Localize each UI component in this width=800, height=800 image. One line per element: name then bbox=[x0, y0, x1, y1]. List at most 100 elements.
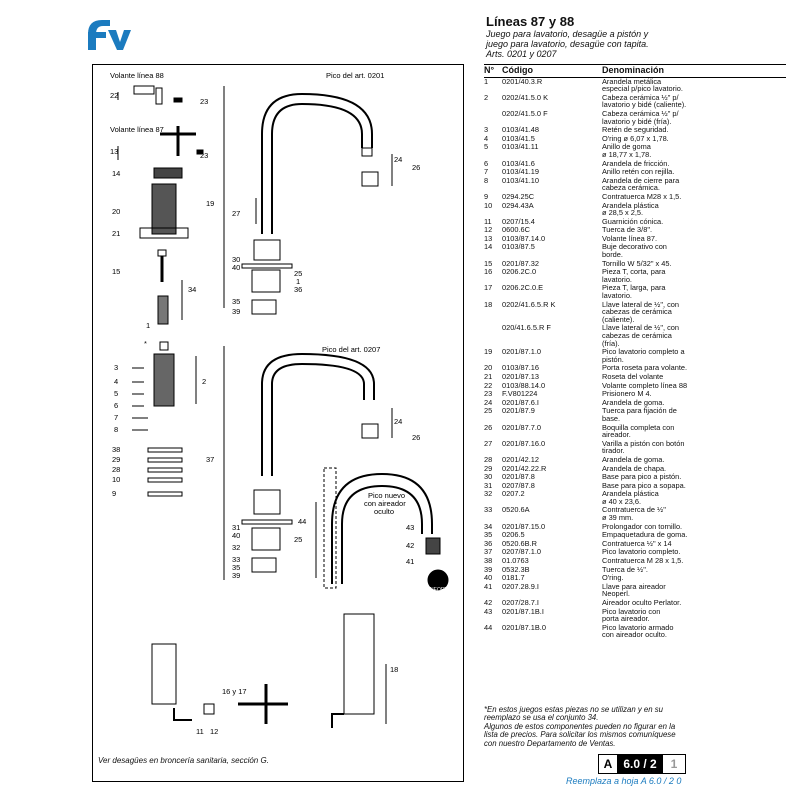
row-number: 10 bbox=[484, 200, 493, 210]
callout-27: 27 bbox=[232, 209, 240, 218]
callout-8: 8 bbox=[114, 425, 118, 434]
row-number: 30 bbox=[484, 472, 493, 482]
denomination-line: borde. bbox=[602, 250, 623, 260]
denomination-line: (fría). bbox=[602, 338, 620, 348]
exploded-diagram: Volante línea 88 Volante línea 87 Pico d… bbox=[110, 71, 454, 736]
row-number: 28 bbox=[484, 454, 493, 464]
label-pico-nuevo-1: Pico nuevo bbox=[368, 491, 405, 500]
tornillo-head bbox=[157, 249, 167, 257]
callout-10: 10 bbox=[112, 475, 120, 484]
llave-aireador bbox=[427, 569, 449, 591]
row-number: 39 bbox=[484, 564, 493, 574]
row-code: 0201/87.1B.I bbox=[502, 606, 544, 616]
row-denomination: Volante línea 87. bbox=[602, 235, 786, 243]
denomination-line: base. bbox=[602, 413, 621, 423]
tuerca-01 bbox=[251, 299, 277, 315]
row-number: 43 bbox=[484, 606, 493, 616]
row-code: 0103/41.10 bbox=[502, 175, 539, 185]
row-denomination: Empaquetadura de goma. bbox=[602, 531, 786, 539]
denomination-line: Pico lavatorio armado bbox=[602, 622, 674, 632]
row-code: 0206.2C.0 bbox=[502, 267, 537, 277]
note-line: *En estos juegos estas piezas no se util… bbox=[484, 705, 664, 714]
row-number: 37 bbox=[484, 547, 493, 557]
denomination-line: Pieza T, larga, para bbox=[602, 283, 666, 293]
row-number: 25 bbox=[484, 406, 493, 416]
row-number: 44 bbox=[484, 622, 493, 632]
row-denomination: Cabeza cerámica ½" p/lavatorio y bidé (f… bbox=[602, 110, 786, 125]
label-pico-nuevo-3: oculto bbox=[374, 507, 394, 516]
denomination-line: Arandela plástica bbox=[602, 489, 659, 499]
row-denomination: Contratuerca de ½"ø 39 mm. bbox=[602, 506, 786, 521]
row-code: 0103/41.5 bbox=[502, 133, 535, 143]
row-number: 3 bbox=[484, 125, 489, 135]
desague-right bbox=[331, 713, 344, 728]
row-code: 0201/87.16.0 bbox=[502, 438, 546, 448]
row-number: 8 bbox=[484, 175, 489, 185]
callout-42: 42 bbox=[406, 541, 414, 550]
callout-25: 25 bbox=[294, 269, 302, 278]
row-code: 0201/87.6.I bbox=[502, 397, 539, 407]
llave-lateral-right bbox=[343, 613, 375, 715]
row-denomination: Anillo retén con rejilla. bbox=[602, 168, 786, 176]
callout-38: 38 bbox=[112, 445, 120, 454]
callout-29: 29 bbox=[112, 455, 120, 464]
callout-28: 28 bbox=[112, 465, 120, 474]
callout-7: 7 bbox=[114, 413, 118, 422]
denomination-line: Prisionero M 4. bbox=[602, 389, 652, 399]
row-denomination: Prolongador con tornillo. bbox=[602, 523, 786, 531]
denomination-line: Arandela de goma. bbox=[602, 397, 665, 407]
row-code: 0103/88.14.0 bbox=[502, 380, 546, 390]
callout-24: 24 bbox=[394, 155, 402, 164]
row-code: 0103/87.14.0 bbox=[502, 233, 546, 243]
row-code: 0532.3B bbox=[502, 564, 530, 574]
row-number: 7 bbox=[484, 167, 489, 177]
row-code: 0201/87.1.0 bbox=[502, 347, 542, 357]
denomination-line: Llave lateral de ½", con bbox=[602, 299, 679, 309]
row-code: 0201/87.32 bbox=[502, 258, 539, 268]
row-denomination: Contratuerca ½" x 14 bbox=[602, 540, 786, 548]
denomination-line: Cabeza cerámica ½" p/ bbox=[602, 108, 679, 118]
subtitle-line: juego para lavatorio, desagüe con tapita… bbox=[486, 39, 649, 49]
callout-4: 4 bbox=[114, 377, 118, 386]
row-denomination: Arandela de goma. bbox=[602, 399, 786, 407]
row-denomination: Arandela de goma. bbox=[602, 456, 786, 464]
tuerca-base bbox=[251, 269, 281, 293]
pico-0201-inner bbox=[271, 102, 363, 234]
denomination-line: O'ring. bbox=[602, 573, 624, 583]
note-line: reemplazo se usa el conjunto 34. bbox=[484, 713, 599, 723]
callout-31: 31 bbox=[232, 523, 240, 532]
denomination-line: lavatorio. bbox=[602, 274, 632, 284]
row-number: 19 bbox=[484, 347, 493, 357]
row-denomination: Cabeza cerámica ½" p/lavatorio y bidé (c… bbox=[602, 94, 786, 109]
callout-21: 21 bbox=[112, 229, 120, 238]
roseta bbox=[139, 227, 189, 239]
row-code: F.V801224 bbox=[502, 389, 538, 399]
denomination-line: con aireador oculto. bbox=[602, 630, 667, 640]
row-denomination: O'ring. bbox=[602, 574, 786, 582]
callout-40: 40 bbox=[232, 263, 240, 272]
row-denomination: Retén de seguridad. bbox=[602, 126, 786, 134]
denomination-line: ø 40 x 23,6. bbox=[602, 496, 642, 506]
diagram-text: Volante línea 88 Volante línea 87 Pico d… bbox=[110, 71, 454, 736]
denomination-line: Volante línea 87. bbox=[602, 233, 658, 243]
denomination-line: Tuerca de ½". bbox=[602, 564, 648, 574]
volante-88-body bbox=[155, 87, 163, 105]
pico-nuevo bbox=[331, 472, 433, 584]
row-number: 27 bbox=[484, 438, 493, 448]
